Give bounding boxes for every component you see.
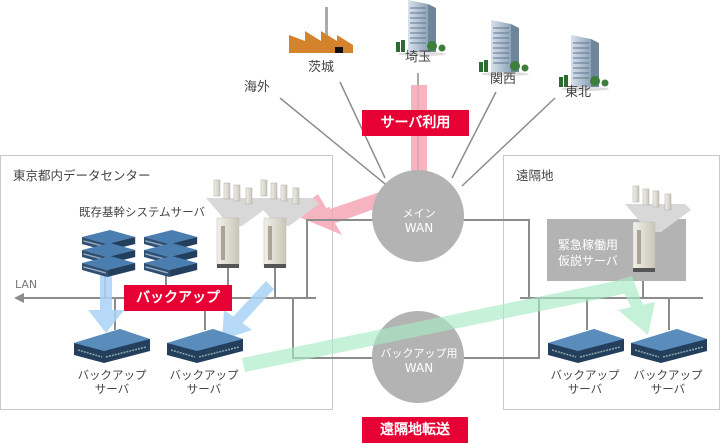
factory-icon	[289, 7, 353, 53]
core-server-stack	[82, 230, 136, 277]
server-use-tag: サーバ利用	[362, 110, 469, 136]
main-wan-label: メイン WAN	[403, 207, 436, 237]
remote-transfer-tag: 遠隔地転送	[362, 417, 468, 443]
label-line2: サーバ	[94, 382, 130, 397]
lan-label: LAN	[15, 278, 38, 291]
emergency-server-label: 緊急稼働用 仮説サーバ	[558, 237, 618, 269]
label-line1: バックアップ	[169, 368, 239, 382]
label-line1: バックアップ	[77, 368, 147, 382]
main-wan-label-line2: WAN	[404, 221, 434, 236]
site-label-saitama: 埼玉	[404, 50, 432, 65]
tokyo-backup-server-label-2: バックアップ サーバ	[170, 368, 239, 397]
label-line1: 緊急稼働用	[558, 238, 619, 252]
tokyo-backup-server-label-1: バックアップ サーバ	[78, 368, 147, 397]
core-server-stack	[144, 230, 198, 277]
site-label-tohoku: 東北	[564, 85, 592, 100]
backup-server-icon	[547, 328, 625, 364]
label-line2: サーバ	[650, 382, 686, 397]
main-wan-circle	[372, 170, 464, 262]
virtual-server-icon	[252, 179, 320, 269]
office-building-icon	[395, 0, 447, 57]
remote-backup-server-label-1: バックアップ サーバ	[551, 368, 620, 397]
core-servers-label: 既存基幹システムサーバ	[79, 205, 206, 219]
tokyo-dc-title: 東京都内データセンター	[13, 168, 151, 183]
office-building-icon	[478, 19, 530, 77]
main-wan-label-line1: メイン	[402, 207, 436, 220]
backup-server-icon	[630, 328, 708, 364]
lan-arrow-head	[14, 293, 24, 303]
label-line2: サーバ	[186, 382, 222, 397]
backup-wan-label-line1: バックアップ用	[380, 347, 458, 360]
site-label-kansai: 関西	[489, 72, 517, 87]
label-line1: バックアップ	[550, 368, 620, 382]
label-line1: バックアップ	[633, 368, 703, 382]
label-line2: 仮説サーバ	[558, 254, 618, 269]
remote-site-title: 遠隔地	[516, 168, 554, 183]
tokyo-dc-frame	[0, 155, 333, 410]
office-building-icon	[558, 34, 610, 92]
label-line2: サーバ	[567, 382, 603, 397]
remote-backup-server-label-2: バックアップ サーバ	[634, 368, 703, 397]
remote-transfer-arrow	[242, 276, 655, 372]
site-label-ibaraki: 茨城	[307, 60, 335, 75]
backup-wan-label-line2: WAN	[404, 361, 434, 376]
site-label-overseas: 海外	[244, 80, 271, 95]
backup-arrows	[88, 274, 274, 340]
backup-server-icon	[73, 328, 151, 364]
backup-tag: バックアップ	[124, 285, 232, 311]
backup-wan-label: バックアップ用 WAN	[381, 347, 458, 377]
